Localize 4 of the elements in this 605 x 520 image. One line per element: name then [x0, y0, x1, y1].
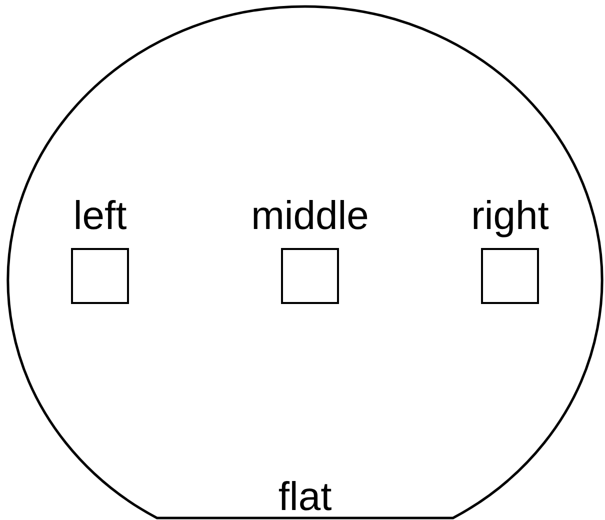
shape-label: flat — [278, 475, 332, 519]
square-label: middle — [251, 194, 369, 238]
square-label: right — [471, 194, 549, 238]
square-label: left — [73, 194, 127, 238]
